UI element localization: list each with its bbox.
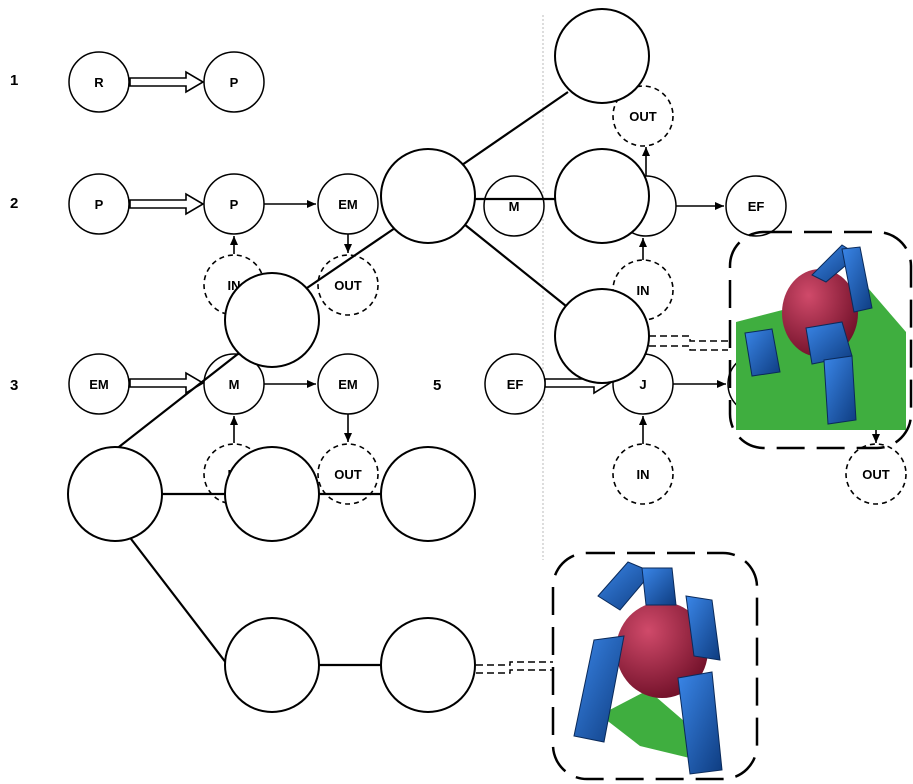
node-label: J	[639, 377, 646, 392]
node-out	[612, 85, 674, 147]
node-label: OUT	[334, 467, 362, 482]
robot-limb	[677, 671, 723, 775]
node-label: OUT	[629, 109, 657, 124]
leader-line	[476, 669, 553, 674]
robot-limb	[841, 246, 873, 313]
rule-3: EM M EM IN OUT	[68, 353, 379, 505]
node-p	[203, 173, 265, 235]
node-label: EF	[507, 377, 524, 392]
leader-line	[476, 661, 553, 666]
robot-limb	[744, 328, 781, 377]
row-label-2: 2	[10, 195, 18, 212]
rule-2: P P EM IN OUT	[68, 173, 379, 316]
production-arrow	[129, 70, 205, 94]
node-r	[68, 51, 130, 113]
node-label: EF	[748, 199, 765, 214]
tree-edge	[303, 227, 396, 291]
search-tree	[67, 8, 728, 713]
robot-limb	[685, 595, 721, 661]
image-frame	[551, 551, 759, 781]
robot-render-image-top	[728, 230, 913, 450]
node-out	[845, 443, 907, 505]
tree-edge	[463, 223, 567, 307]
leader-line	[649, 345, 728, 351]
tree-node	[380, 617, 476, 713]
tree-node	[380, 446, 476, 542]
node-ef	[725, 175, 787, 237]
node-in	[612, 443, 674, 505]
robot-limb	[823, 355, 857, 425]
node-label: M	[509, 199, 520, 214]
node-label: EM	[338, 377, 358, 392]
leader-line	[649, 335, 728, 342]
node-label: P	[95, 197, 104, 212]
node-p-lhs	[68, 173, 130, 235]
tree-node	[224, 446, 320, 542]
node-label: EM	[89, 377, 109, 392]
row-label-3: 3	[10, 377, 18, 394]
node-m	[483, 175, 545, 237]
production-arrow	[129, 192, 205, 216]
node-label: EM	[338, 197, 358, 212]
node-out	[317, 443, 379, 505]
node-em-lhs	[68, 353, 130, 415]
row-label-5: 5	[433, 377, 441, 394]
tree-node	[224, 272, 320, 368]
node-label: P	[230, 75, 239, 90]
node-ef-lhs	[484, 353, 546, 415]
node-label: M	[229, 377, 240, 392]
robot-limb	[573, 635, 625, 743]
tree-edge	[461, 91, 569, 166]
tree-node	[554, 8, 650, 104]
tree-node	[380, 148, 476, 244]
image-frame	[728, 230, 913, 450]
robot-body	[616, 602, 708, 698]
node-label: OUT	[334, 278, 362, 293]
node-label: IN	[637, 467, 650, 482]
node-label: P	[230, 197, 239, 212]
node-p	[203, 51, 265, 113]
tree-node	[554, 148, 650, 244]
node-label: IN	[637, 283, 650, 298]
robot-render-image-bottom	[551, 551, 759, 781]
row-label-1: 1	[10, 72, 18, 89]
tree-node	[554, 288, 650, 384]
tree-node-root	[67, 446, 163, 542]
tree-edge	[114, 345, 249, 451]
ground-plane	[600, 690, 706, 760]
tree-node	[224, 617, 320, 713]
node-label: R	[94, 75, 104, 90]
tree-edge	[127, 534, 231, 669]
rule-1: R P	[68, 51, 265, 113]
robot-limb	[641, 567, 677, 606]
node-label: OUT	[862, 467, 890, 482]
